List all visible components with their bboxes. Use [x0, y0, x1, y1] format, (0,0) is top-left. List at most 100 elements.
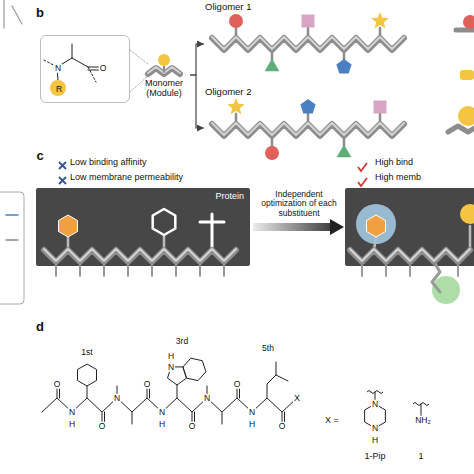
atom-label: N [248, 408, 256, 417]
atom-label: O [188, 422, 197, 431]
partial-icon [448, 126, 474, 132]
bond [72, 44, 73, 58]
cyclo-group [153, 209, 176, 235]
peptide-backbone [42, 398, 297, 412]
monomer-module: Monomer (Module) [138, 56, 190, 101]
benzene-ring [78, 364, 97, 386]
panel-a-fragment [12, 6, 22, 24]
backbone-highlight [212, 37, 404, 49]
module-star [227, 98, 244, 114]
module-circle [265, 146, 279, 160]
module-square [374, 101, 387, 114]
protein-panel: Low binding affinityLow membrane permeab… [36, 188, 250, 266]
attachment-wave [413, 403, 429, 406]
node-heading: Oligomer 1 [205, 2, 251, 13]
protein-label: Protein [215, 191, 244, 201]
atom-label: N [68, 408, 76, 417]
atom-label: O [98, 422, 107, 431]
module-square [302, 15, 315, 28]
atom-label: R [55, 85, 63, 94]
node-heading: Low binding affinity [70, 157, 146, 167]
dotted-guide [130, 50, 148, 64]
atom-label: N [54, 64, 62, 73]
panel-letter: d [35, 320, 45, 333]
atom-label: O [99, 64, 108, 73]
module-triangle [337, 145, 352, 158]
position-label: 5th [261, 344, 275, 353]
aryl-group [59, 215, 78, 237]
atom-label: N [371, 400, 379, 409]
side-chain [267, 362, 276, 398]
module-circle [229, 14, 243, 28]
backbone-highlight [350, 249, 470, 261]
panel-letter: b [35, 6, 45, 19]
atom-label: N [167, 363, 175, 372]
partial-icon [463, 15, 474, 29]
atom-label: N [371, 424, 379, 433]
module-pentagon [300, 99, 315, 114]
backbone-tube [212, 38, 404, 50]
atom-label: H [68, 420, 76, 429]
panel-a-fragment [6, 214, 18, 216]
side-chain [276, 375, 288, 381]
side-chain [87, 386, 88, 398]
module-triangle [265, 59, 280, 72]
atom-label: H [248, 420, 256, 429]
node-heading: High memb [375, 172, 421, 182]
tbutyl-group [211, 214, 214, 250]
atom-label: H [158, 420, 166, 429]
panel-a-fragment [6, 239, 18, 241]
atom-label: O [278, 422, 287, 431]
substituent-circle [50, 80, 66, 96]
side-chain [177, 385, 178, 398]
module-pentagon [336, 59, 351, 74]
node-heading: Monomer (Module) [138, 78, 190, 99]
atom-label: N [113, 394, 121, 403]
panel-letter: c [35, 149, 44, 162]
bond [88, 67, 96, 82]
substituent-stick [469, 226, 472, 250]
atom-label: O [233, 380, 242, 389]
atom-label: N [203, 394, 211, 403]
backbone-tube [350, 250, 470, 262]
atom-label: 1 [417, 452, 424, 461]
alkyl-chain [432, 262, 440, 292]
atom-label: O [53, 380, 62, 389]
aryl-group [367, 215, 386, 237]
oligomer-chain: Oligomer 2 [205, 86, 410, 156]
atom-label: NH₂ [414, 416, 432, 425]
x-mark [59, 162, 66, 184]
position-label: 1st [80, 348, 93, 357]
fork-arrow [190, 75, 204, 128]
protein-box [36, 188, 250, 266]
bond [72, 58, 88, 67]
atom-label: H [167, 352, 175, 361]
atom-label: 1-Pip [363, 452, 386, 461]
node-heading: Low membrane permeability [70, 172, 183, 182]
monomer-icon [158, 54, 170, 66]
substituent-ball [460, 204, 474, 224]
node-heading: High bind [375, 157, 413, 167]
backbone-highlight [44, 249, 236, 261]
panel-a-fragment [0, 192, 24, 304]
edge-label: Independent optimization of each substit… [253, 190, 345, 219]
partial-icon [460, 70, 474, 80]
atom-label: X [293, 394, 301, 403]
partial-icon [458, 106, 474, 126]
atom-label: H [371, 436, 379, 445]
backbone-tube [212, 124, 404, 136]
module-star [371, 12, 388, 28]
permeability-highlight [432, 276, 460, 304]
monomer-box: N O R [40, 35, 130, 103]
protein-box [345, 188, 474, 266]
benzene-ring [183, 358, 206, 380]
atom-label: X = [324, 416, 340, 425]
optimization-arrow [253, 223, 330, 231]
check-mark [358, 163, 367, 186]
tbutyl-group [200, 221, 224, 224]
node-heading: Oligomer 2 [205, 87, 251, 98]
backbone-highlight [212, 123, 404, 135]
